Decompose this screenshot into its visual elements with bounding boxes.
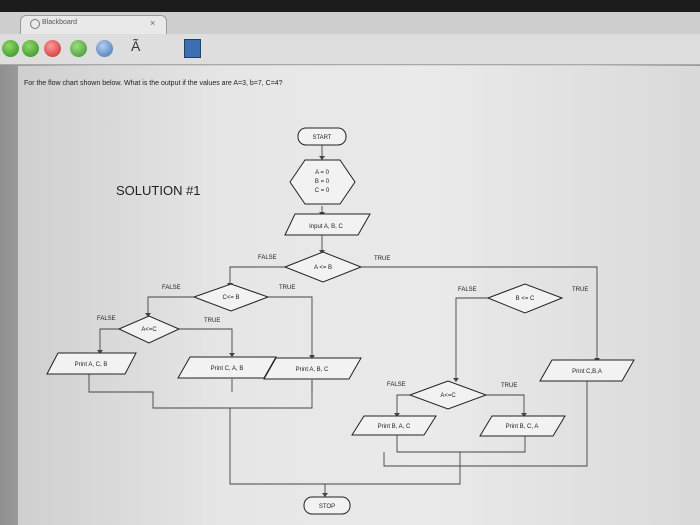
browser-tab[interactable]	[20, 15, 167, 35]
decision-a-le-c-left-label: A<=C	[141, 327, 157, 333]
toolbar	[0, 34, 700, 65]
decision-b-le-c: B <= C	[486, 283, 564, 314]
output-print-cba: Print C,B,A	[539, 359, 635, 382]
forward-icon[interactable]	[22, 40, 39, 57]
tab-close-icon[interactable]: ×	[150, 18, 156, 28]
init-hexagon: A = 0 B = 0 C = 0	[289, 159, 356, 205]
output-print-abc: Print A, B, C	[263, 357, 362, 380]
stop-terminal: STOP	[303, 496, 351, 515]
input-label: Input A, B, C	[309, 224, 343, 230]
connector-lines	[88, 145, 598, 495]
label-true-1: TRUE	[374, 256, 390, 262]
output-print-cab: Print C, A, B	[177, 356, 277, 379]
label-true-3: TRUE	[204, 318, 220, 324]
print-bac-label: Print B, A, C	[378, 424, 411, 430]
start-label: START	[312, 135, 331, 141]
print-cab-label: Print C, A, B	[211, 366, 244, 372]
output-print-acb: Print A, C, B	[46, 352, 137, 375]
content-area	[18, 66, 700, 525]
output-print-bac: Print B, A, C	[351, 415, 437, 436]
output-print-bca: Print B, C, A	[479, 415, 566, 437]
decision-a-le-c-left: A<=C	[117, 315, 181, 344]
tab-favicon-icon	[30, 19, 40, 29]
label-false-2: FALSE	[162, 285, 181, 291]
tab-strip	[0, 12, 700, 34]
decision-b-le-c-label: B <= C	[516, 296, 535, 302]
stop-icon[interactable]	[44, 40, 61, 57]
top-bezel	[0, 0, 700, 12]
init-line-a: A = 0	[315, 170, 330, 176]
home-icon[interactable]	[96, 40, 113, 57]
label-false-3: FALSE	[97, 316, 116, 322]
decision-a-le-c-right-label: A<=C	[440, 393, 456, 399]
decision-a-le-b-label: A <= B	[314, 265, 332, 271]
question-text: For the flow chart shown below. What is …	[24, 80, 283, 87]
label-true-5: TRUE	[501, 383, 517, 389]
print-bca-label: Print B, C, A	[506, 424, 539, 430]
print-abc-label: Print A, B, C	[296, 367, 329, 373]
label-true-2: TRUE	[279, 285, 295, 291]
init-line-c: C = 0	[315, 188, 330, 194]
decision-c-le-b-label: C<= B	[222, 295, 239, 301]
decision-a-le-b: A <= B	[283, 251, 363, 283]
print-acb-label: Print A, C, B	[75, 362, 108, 368]
stop-label: STOP	[319, 504, 335, 510]
tab-title: Blackboard	[42, 19, 78, 26]
decision-a-le-c-right: A<=C	[408, 380, 488, 410]
solution-heading: SOLUTION #1	[116, 183, 201, 198]
back-icon[interactable]	[2, 40, 19, 57]
arrowheads	[97, 156, 600, 497]
start-terminal: START	[297, 127, 347, 146]
decision-c-le-b: C<= B	[192, 283, 270, 312]
init-line-b: B = 0	[315, 179, 330, 185]
label-false-4: FALSE	[458, 287, 477, 293]
print-cba-label: Print C,B,A	[572, 369, 602, 375]
calculator-icon[interactable]	[184, 39, 201, 58]
refresh-icon[interactable]	[70, 40, 87, 57]
font-toggle-button[interactable]: Ã	[131, 38, 141, 54]
label-false-1: FALSE	[258, 255, 277, 261]
label-true-4: TRUE	[572, 287, 588, 293]
input-parallelogram: Input A, B, C	[284, 213, 371, 236]
label-false-5: FALSE	[387, 382, 406, 388]
